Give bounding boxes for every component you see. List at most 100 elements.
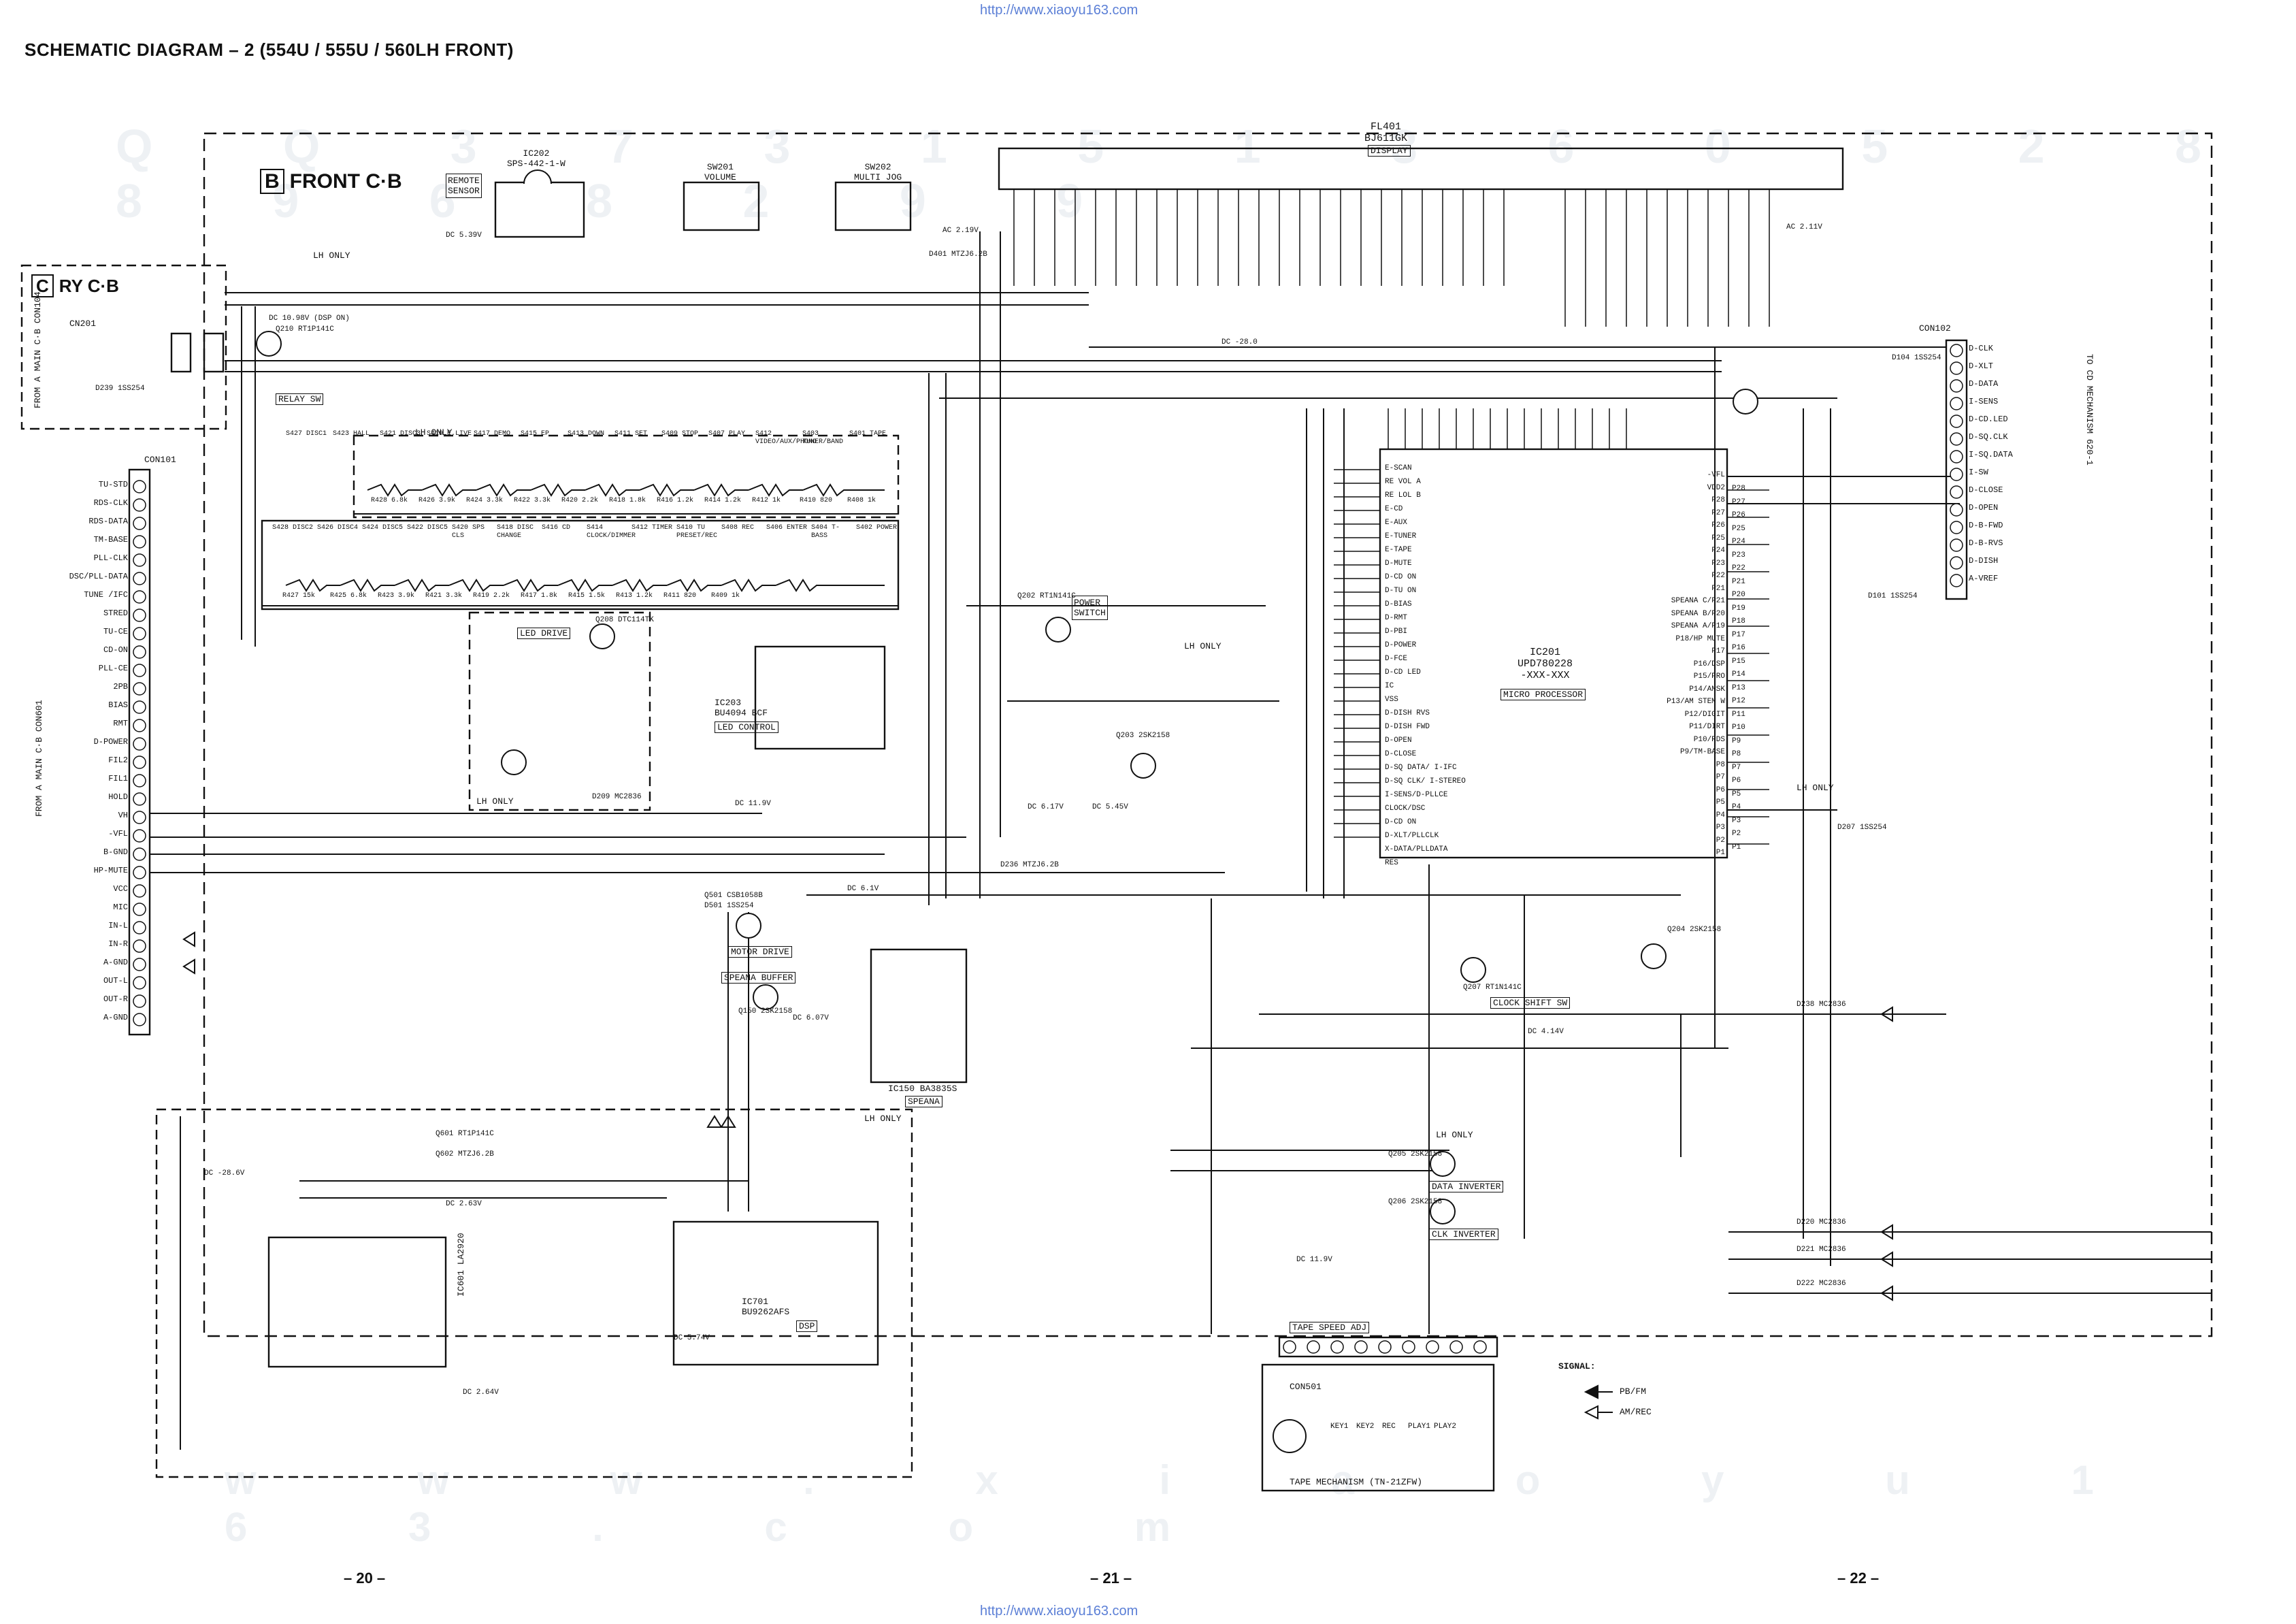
ic201-port-number: P5 [1732,790,1741,798]
con102-pin-label: A-VREF [1969,574,1999,583]
sw201-outline [683,181,760,231]
transistor-label: Q602 MTZJ6.2B [436,1150,494,1158]
ic201-right-pin-label: P24 [1711,547,1725,555]
voltage-label: AC 2.19V [942,227,979,235]
ic202-label: IC202 SPS-442-1-W [507,148,565,169]
con202-right [203,332,225,373]
resistor-label: R415 1.5k [568,592,606,600]
ic201-port-number: P9 [1732,736,1741,745]
ic201-right-pin-label: P12/DIGIT [1684,710,1725,719]
remote-sensor-label: REMOTE SENSOR [446,174,482,198]
relay-board-letter: C [31,274,54,297]
ic201-right-pin-label: P1 [1716,849,1725,857]
ic201-left-pin-label: E-AUX [1385,519,1408,527]
ic201-right-pin-label: P21 [1711,584,1725,593]
con202-left [170,332,192,373]
transistor-label: Q203 2SK2158 [1116,732,1170,740]
ic201-right-pin-label: P6 [1716,785,1725,794]
page-number-22: – 22 – [1837,1570,1880,1587]
ic201-port-number: P17 [1732,630,1745,639]
voltage-label: AC 2.11V [1786,223,1822,231]
tape-switch-label: REC [1382,1423,1396,1431]
transistor-label: Q207 RT1N141C [1463,984,1522,992]
con102-pin-label: D-CLK [1969,344,1994,353]
diode-label: D220 MC2836 [1797,1218,1846,1227]
sw201-label: SW201 VOLUME [704,162,736,182]
ic201-left-pin-label: D-DISH RVS [1385,709,1430,717]
con101-outline [128,468,151,1036]
ic201-left-pin-label: D-XLT/PLLCLK [1385,832,1439,840]
page-number-21: – 21 – [1090,1570,1132,1587]
lh-only-label-6: LH ONLY [1797,783,1834,793]
voltage-label: DC 10.98V (DSP ON) [269,314,350,323]
voltage-label: DC 5.45V [1092,803,1128,811]
ic201-right-pin-label: P26 [1711,521,1725,530]
switch-top-label: S427 DISC1 [286,430,327,438]
ic201-right-pin-label: P18/HP MUTE [1675,634,1725,643]
ic201-left-pin-label: RE LOL B [1385,491,1421,500]
ic201-right-pin-label: SPEANA A/P19 [1671,622,1725,630]
con101-pin-label: FIL1 [108,774,128,783]
switch-bottom-label: S412 TIMER [632,524,673,532]
ic201-left-pin-label: CLOCK/DSC [1385,805,1426,813]
resistor-label: R419 2.2k [473,592,510,600]
ic201-left-pin-label: D-RMT [1385,614,1408,622]
led-control-label: LED CONTROL [715,721,778,733]
fl401-label: FL401 BJ611GK [1364,121,1408,144]
transistor-label: Q208 DTC114TK [595,616,654,624]
ic201-left-pin-label: D-BIAS [1385,600,1412,608]
con102-pin-label: D-CD.LED [1969,415,2008,424]
q501-symbol [736,913,761,939]
relay-from-label: FROM A MAIN C·B CON104 [33,291,43,408]
q210-symbol [256,331,282,357]
ic201-port-number: P20 [1732,591,1745,599]
ic201-left-pin-label: VSS [1385,696,1398,704]
con101-pin-label: BIAS [108,700,128,710]
clock-shift-label: CLOCK SHIFT SW [1490,997,1571,1009]
con102-pin-label: I-SW [1969,468,1988,477]
signal-legend-title: SIGNAL: [1558,1361,1596,1371]
con101-pin-label: OUT-L [103,976,128,986]
led-control-ic-outline [754,645,886,750]
con102-pin-label: D-SQ.CLK [1969,432,2008,442]
ic201-right-pin-label: P25 [1711,534,1725,542]
voltage-label: DC 6.1V [847,885,879,893]
voltage-label: DC 2.63V [446,1200,482,1208]
con101-pin-label: A-GND [103,958,128,967]
display-label: DISPLAY [1368,145,1411,157]
con101-pin-label: A-GND [103,1013,128,1022]
resistor-label: R413 1.2k [616,592,653,600]
diode-label: D501 1SS254 [704,902,754,910]
resistor-label: R418 1.8k [609,497,646,504]
q206-symbol [1430,1199,1456,1224]
con102-outline [1945,339,1968,600]
tape-mechanism-outline [1261,1363,1495,1492]
switch-bottom-label: S428 DISC2 [272,524,314,532]
con101-pin-label: RMT [113,719,128,728]
resistor-label: R427 15k [282,592,316,600]
watermark-top: http://www.xiaoyu163.com [980,3,1138,18]
switch-bottom-label: S414 CLOCK/DIMMER [587,524,636,540]
switch-bottom-label: S418 DISC CHANGE [497,524,534,540]
ic201-right-pin-label: P15/PRO [1693,672,1725,681]
con501-outline [1278,1336,1498,1358]
transistor-label: Q501 CSB1058B [704,892,763,900]
lh-only-label-5: LH ONLY [1436,1130,1473,1140]
switch-bottom-label: S408 REC [721,524,755,532]
con101-pin-label: MIC [113,903,128,912]
con101-pin-label: D-POWER [93,737,128,747]
switch-top-label: S411 SET [614,430,648,438]
ic201-left-pin-label: RES [1385,859,1398,867]
resistor-label: R411 820 [663,592,697,600]
lh-only-label-4: LH ONLY [864,1114,902,1124]
voltage-label: DC 5.39V [446,231,482,240]
ic201-port-number: P1 [1732,843,1741,851]
ic601-label: IC601 LA2920 [456,1233,466,1297]
switch-top-label: S407 PLAY [708,430,746,438]
dsp-ic-outline [672,1220,879,1366]
con101-pin-label: -VFL [108,829,128,839]
switch-top-label: S412 VIDEO/AUX/PHONO [755,430,817,446]
con101-pin-label: HOLD [108,792,128,802]
ic201-right-pin-label: P16/DSP [1693,660,1725,668]
switch-bottom-label: S424 DISC5 [362,524,404,532]
